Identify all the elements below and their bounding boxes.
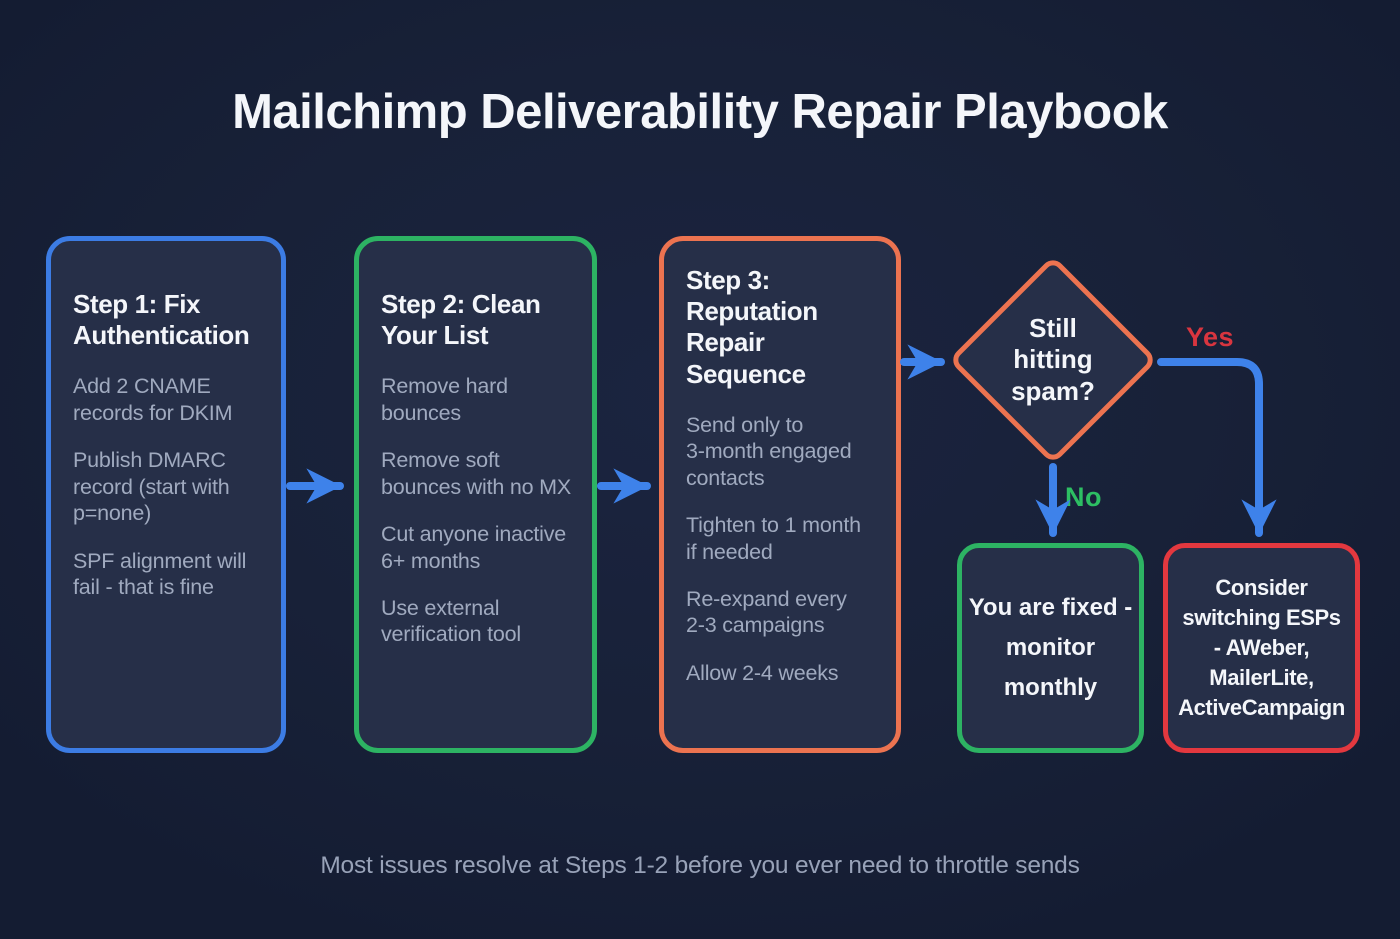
step3-item-4: Allow 2-4 weeks	[686, 660, 839, 685]
step2-item-2: Remove soft bounces with no MX	[381, 448, 572, 499]
step2-item-3: Cut anyone inactive 6+ months	[381, 522, 567, 573]
no-branch-label: No	[1065, 482, 1102, 512]
step3-reputation-repair-node: Step 3: Reputation Repair Sequence Send …	[659, 236, 901, 753]
step1-item-2: Publish DMARC record (start with p=none)	[73, 448, 230, 526]
step3-item-3: Re-expand every 2-3 campaigns	[686, 586, 847, 638]
footer-note: Most issues resolve at Steps 1-2 before …	[320, 852, 1080, 879]
outcome-switch-esp-node: Consider switching ESPs - AWeber, Mailer…	[1163, 543, 1360, 753]
step3-item-1: Send only to 3-month engaged contacts	[686, 412, 852, 490]
page-title: Mailchimp Deliverability Repair Playbook	[232, 85, 1168, 139]
step2-title: Step 2: Clean Your List	[381, 289, 541, 351]
step2-item-1: Remove hard bounces	[381, 374, 508, 425]
step1-item-1: Add 2 CNAME records for DKIM	[73, 374, 233, 425]
step2-item-4: Use external verification tool	[381, 596, 522, 647]
step3-item-2: Tighten to 1 month if needed	[686, 513, 861, 564]
outcome-fixed-node: You are fixed - monitor monthly	[957, 543, 1144, 753]
step1-title: Step 1: Fix Authentication	[73, 289, 250, 351]
step1-item-3: SPF alignment will fail - that is fine	[73, 548, 247, 599]
yes-branch-label: Yes	[1186, 322, 1235, 352]
step3-title: Step 3: Reputation Repair Sequence	[686, 265, 818, 389]
arrow-decision-yes-to-switch	[1157, 358, 1277, 537]
step1-fix-authentication-node: Step 1: Fix Authentication Add 2 CNAME r…	[46, 236, 286, 753]
step2-clean-your-list-node: Step 2: Clean Your List Remove hard boun…	[354, 236, 597, 753]
